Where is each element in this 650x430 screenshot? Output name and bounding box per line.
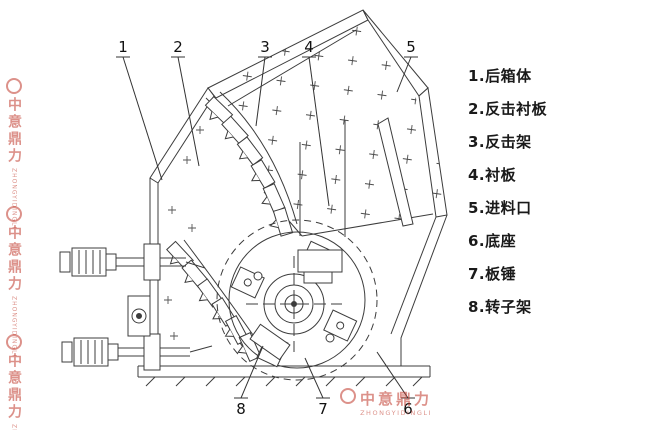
brand-seal-icon bbox=[6, 206, 22, 222]
callout-1: 1 bbox=[118, 38, 128, 56]
watermark-left-1: 中意鼎力 ZHONGYIDINGLI bbox=[4, 78, 24, 229]
upper-tension-rod bbox=[59, 243, 206, 281]
legend-item-8: 8.转子架 bbox=[468, 298, 532, 316]
tension-rods bbox=[59, 243, 213, 371]
upper-lining-segments bbox=[204, 95, 294, 237]
legend-item-4: 4.衬板 bbox=[468, 166, 517, 184]
legend-item-2: 2.反击衬板 bbox=[468, 100, 548, 118]
watermark-left-3: 中意鼎力 ZHONGYIDINGLI bbox=[4, 334, 24, 430]
parts-legend: 1.后箱体 2.反击衬板 3.反击架 4.衬板 5.进料口 6.底座 7.板锤 … bbox=[468, 60, 643, 324]
legend-item-7: 7.板锤 bbox=[468, 265, 517, 283]
callout-2: 2 bbox=[173, 38, 183, 56]
watermark-text-en: ZHONGYIDINGLI bbox=[10, 168, 18, 230]
watermark-text-cn: 中意鼎力 bbox=[6, 97, 22, 165]
watermark-text-en: ZHONGYIDINGLI bbox=[10, 296, 18, 358]
callout-6: 6 bbox=[403, 400, 413, 418]
callout-4: 4 bbox=[304, 38, 314, 56]
brand-seal-icon bbox=[6, 334, 22, 350]
watermark-text-cn: 中意鼎力 bbox=[360, 390, 433, 408]
legend-item-5: 5.进料口 bbox=[468, 199, 532, 217]
legend-item-3: 3.反击架 bbox=[468, 133, 532, 151]
watermark-text-cn: 中意鼎力 bbox=[6, 225, 22, 293]
pivot-bracket bbox=[127, 295, 151, 337]
callouts: 1 2 3 4 5 8 7 6 bbox=[116, 38, 418, 418]
lower-tension-rod bbox=[61, 333, 213, 371]
feed-inlet bbox=[377, 87, 448, 227]
legend-item-1: 1.后箱体 bbox=[468, 67, 532, 85]
watermark-text-en: ZHONGYIDINGLI bbox=[11, 424, 18, 430]
legend-item-6: 6.底座 bbox=[468, 232, 517, 250]
brand-seal-icon bbox=[340, 388, 356, 404]
callout-3: 3 bbox=[260, 38, 270, 56]
base bbox=[137, 365, 431, 387]
watermark-text-cn: 中意鼎力 bbox=[6, 353, 22, 421]
callout-5: 5 bbox=[406, 38, 416, 56]
impact-racks bbox=[166, 91, 298, 362]
rotor bbox=[216, 219, 378, 381]
brand-seal-icon bbox=[6, 78, 22, 94]
watermark-left-2: 中意鼎力 ZHONGYIDINGLI bbox=[4, 206, 24, 357]
rotor-frame bbox=[249, 249, 343, 361]
callout-7: 7 bbox=[318, 400, 328, 418]
watermark-bottom-right: 中意鼎力 ZHONGYIDINGLI bbox=[340, 388, 432, 417]
callout-8: 8 bbox=[236, 400, 246, 418]
watermark-text-en: ZHONGYIDINGLI bbox=[360, 409, 432, 417]
left-slant-panel bbox=[149, 87, 215, 184]
